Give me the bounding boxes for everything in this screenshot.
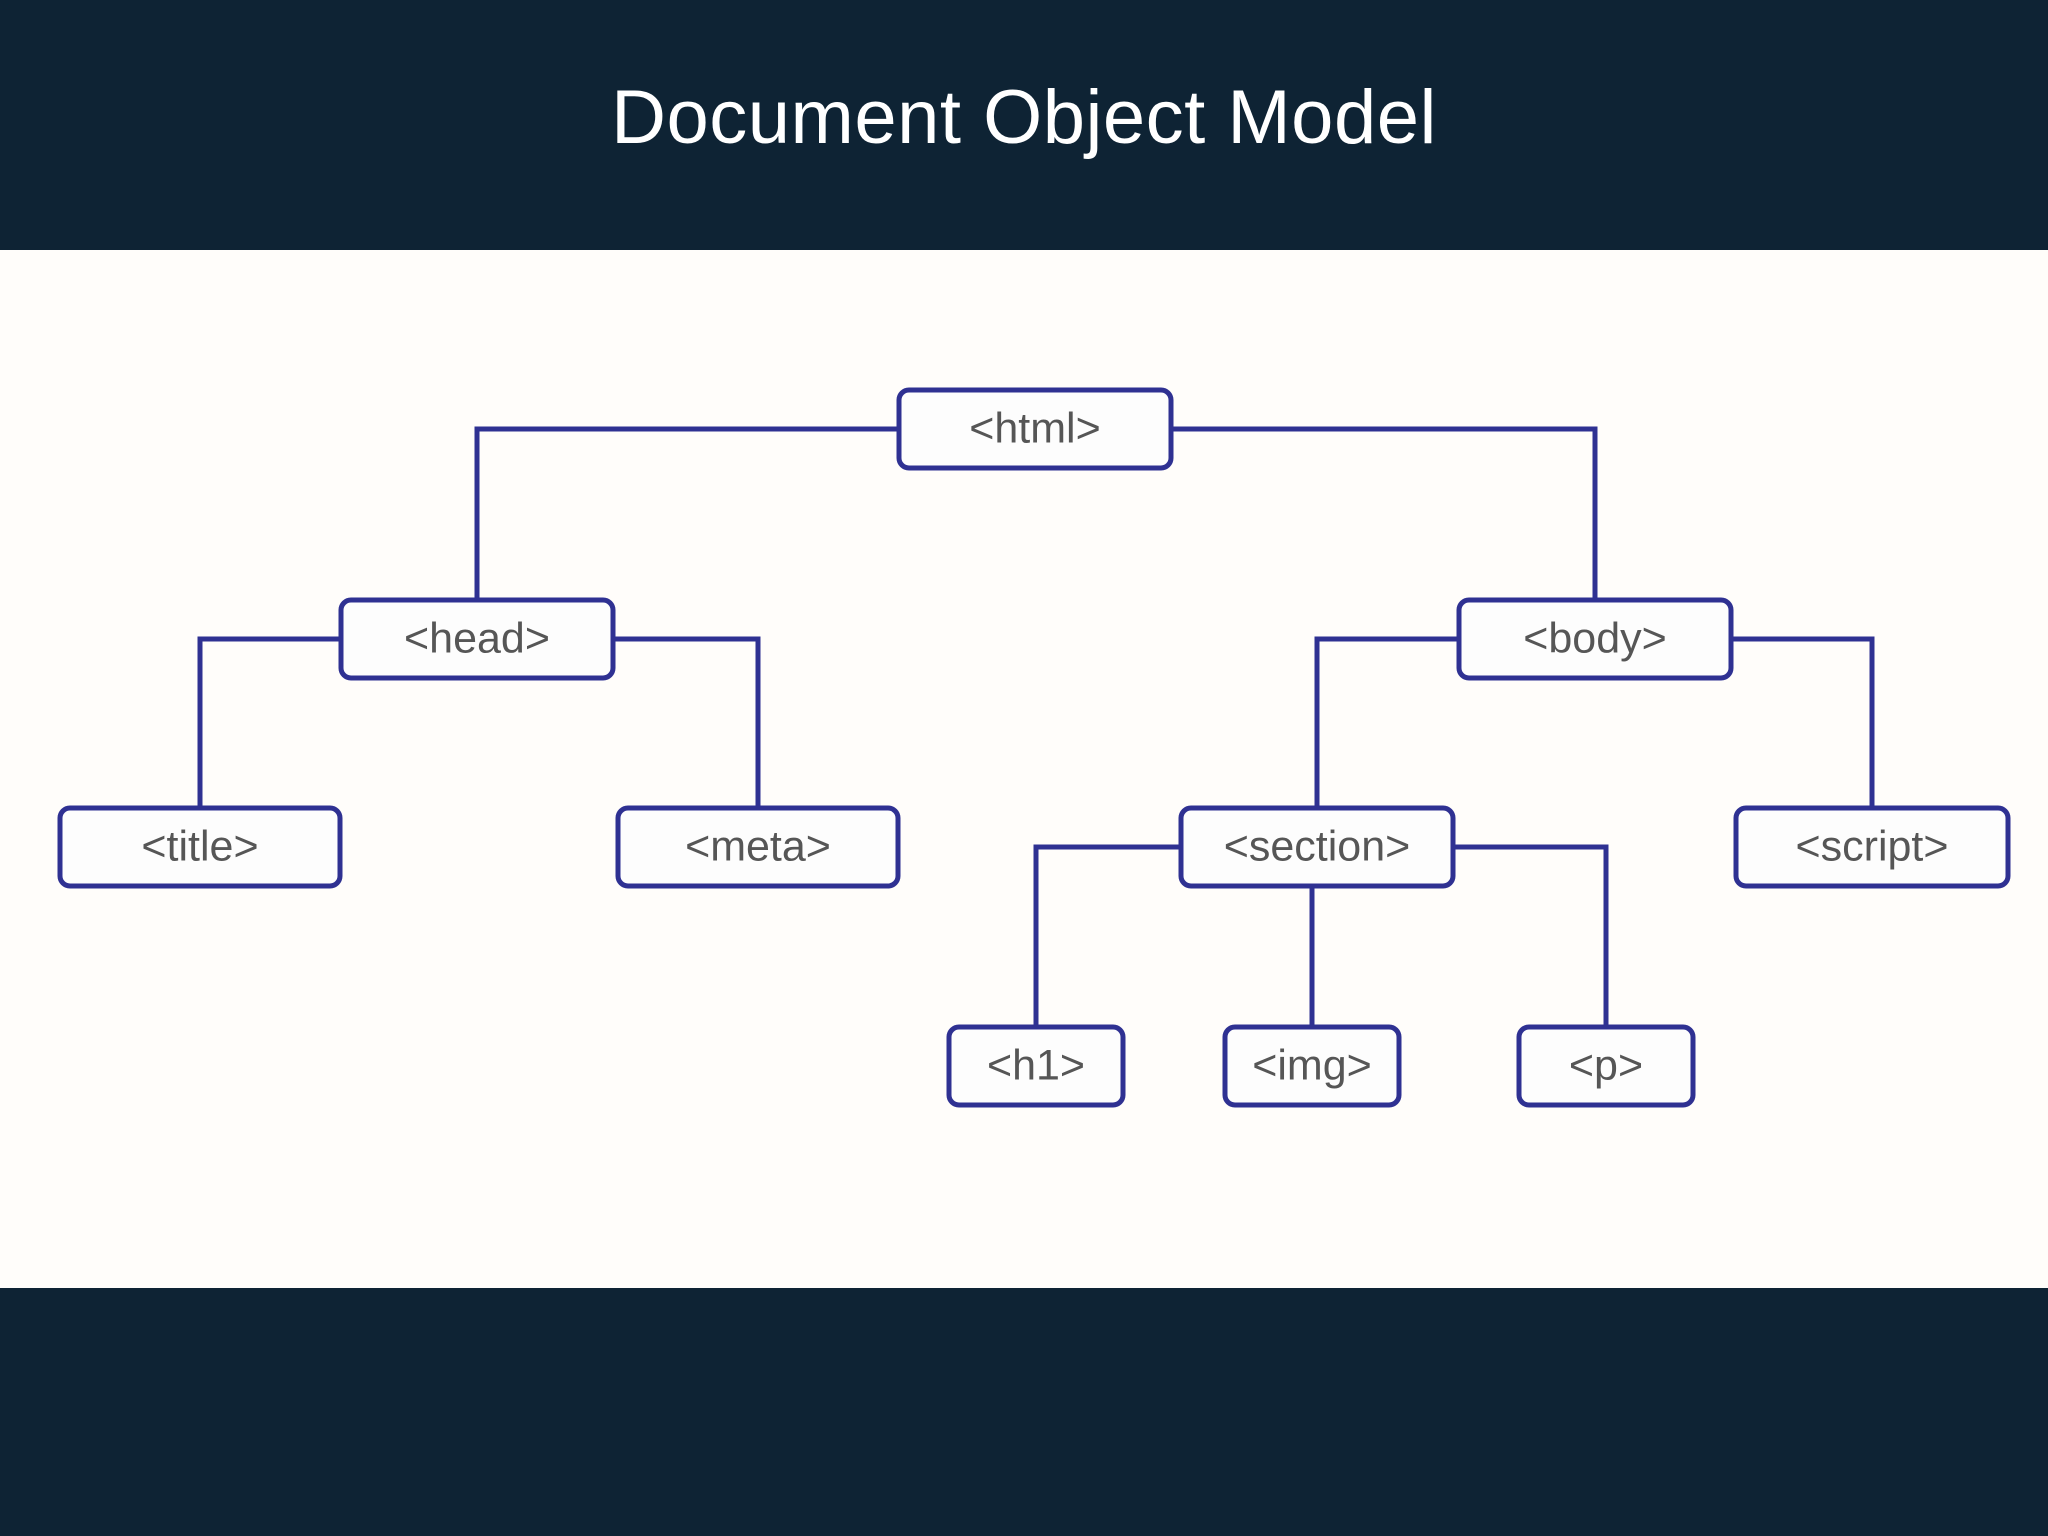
node-box-section [1178, 805, 1456, 889]
node-box-body [1456, 597, 1734, 681]
node-section[interactable]: <section> [1178, 805, 1456, 889]
node-h1[interactable]: <h1> [946, 1024, 1126, 1108]
node-box-title [57, 805, 343, 889]
node-box-img [1222, 1024, 1402, 1108]
node-head[interactable]: <head> [338, 597, 616, 681]
edge-section-to-p [1453, 844, 1609, 1027]
node-body[interactable]: <body> [1456, 597, 1734, 681]
node-label-meta: <meta> [685, 822, 831, 870]
slide-header-band: Document Object Model [0, 0, 2048, 250]
node-label-body: <body> [1523, 614, 1666, 662]
node-label-p: <p> [1569, 1041, 1643, 1089]
edges-layer [197, 426, 1875, 1027]
node-box-p [1516, 1024, 1696, 1108]
node-box-head [338, 597, 616, 681]
node-label-title: <title> [141, 822, 258, 870]
edge-head-to-title [197, 636, 341, 808]
node-html[interactable]: <html> [896, 387, 1174, 471]
nodes-layer: <html> <head> <body> <title> <meta> <section>… [57, 387, 2011, 1108]
node-label-img: <img> [1252, 1041, 1372, 1089]
edge-body-to-section [1314, 636, 1459, 808]
node-label-section: <section> [1224, 822, 1410, 870]
edge-head-to-meta [613, 636, 761, 808]
edge-html-to-head [474, 426, 899, 600]
node-box-h1 [946, 1024, 1126, 1108]
node-meta[interactable]: <meta> [615, 805, 901, 889]
slide-footer-band [0, 1288, 2048, 1536]
node-label-html: <html> [969, 404, 1100, 452]
node-label-h1: <h1> [987, 1041, 1085, 1089]
node-label-head: <head> [404, 614, 550, 662]
diagram-canvas: <html> <head> <body> <title> <meta> <section>… [0, 250, 2048, 1288]
node-img[interactable]: <img> [1222, 1024, 1402, 1108]
node-label-script: <script> [1796, 822, 1949, 870]
edge-body-to-script [1731, 636, 1875, 808]
node-box-script [1733, 805, 2011, 889]
node-box-html [896, 387, 1174, 471]
dom-tree-diagram: <html> <head> <body> <title> <meta> <section>… [57, 387, 2011, 1108]
node-p[interactable]: <p> [1516, 1024, 1696, 1108]
edge-section-to-h1 [1033, 844, 1181, 1027]
page-title: Document Object Model [611, 75, 1437, 160]
node-script[interactable]: <script> [1733, 805, 2011, 889]
node-title[interactable]: <title> [57, 805, 343, 889]
node-box-meta [615, 805, 901, 889]
edge-html-to-body [1171, 426, 1598, 600]
